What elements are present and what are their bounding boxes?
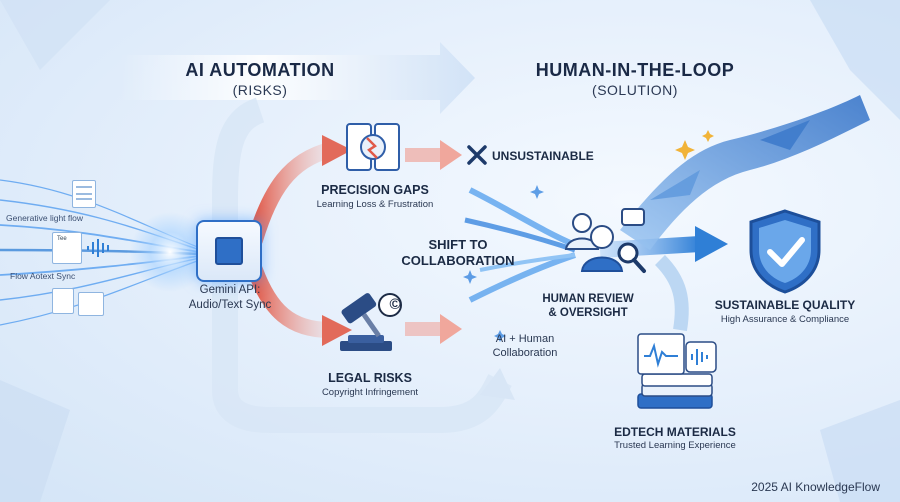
quality-subtitle: High Assurance & Compliance [720,314,850,325]
collab-line2: Collaboration [492,347,558,359]
header-left-title: AI AUTOMATION [185,60,335,80]
broken-puzzle-icon [346,123,400,171]
header-right-title: HUMAN-IN-THE-LOOP [535,60,735,80]
shift-line2: COLLABORATION [401,253,515,268]
chip-subtitle: Audio/Text Sync [188,299,272,311]
edtech-subtitle: Trusted Learning Experience [614,440,736,451]
document-icon [78,292,104,316]
gemini-chip-icon [196,220,262,282]
human-review-line1: HUMAN REVIEW [542,293,634,305]
human-reviewers-icon [564,208,646,273]
legal-risks-subtitle: Copyright Infringement [321,387,419,398]
close-x-icon [467,145,487,165]
collab-line1: AI + Human [495,333,555,345]
source-label-top: Generative light flow [6,213,84,223]
precision-gaps-subtitle: Learning Loss & Frustration [316,199,434,210]
edtech-title: EDTECH MATERIALS [614,425,736,439]
unsustainable-label: UNSUSTAINABLE [492,149,594,163]
sparkles [675,130,714,160]
precision-gaps-title: PRECISION GAPS [321,183,429,197]
chip-title: Gemini API: [199,284,261,296]
gavel-icon [340,293,402,351]
source-label-mid: Flow Aotext Sync [10,271,76,281]
text-document-icon: Tee [52,232,82,264]
header-arrow [120,42,475,114]
header-left-subtitle: (RISKS) [232,82,288,98]
document-icon [72,180,96,208]
audio-wave-icon [87,239,109,257]
document-text: Tee [57,236,67,242]
shield-check-icon [749,209,821,294]
collab-streams [464,187,577,303]
document-icon [52,288,74,314]
legal-risks-title: LEGAL RISKS [328,371,412,385]
quality-title: SUSTAINABLE QUALITY [714,298,856,312]
human-review-line2: & OVERSIGHT [548,307,628,319]
shift-line1: SHIFT TO [428,237,488,252]
edtech-materials-icon [637,333,717,409]
copyright-symbol: © [389,296,401,313]
header-right-subtitle: (SOLUTION) [592,82,678,98]
footer-credit: 2025 AI KnowledgeFlow [751,480,880,494]
